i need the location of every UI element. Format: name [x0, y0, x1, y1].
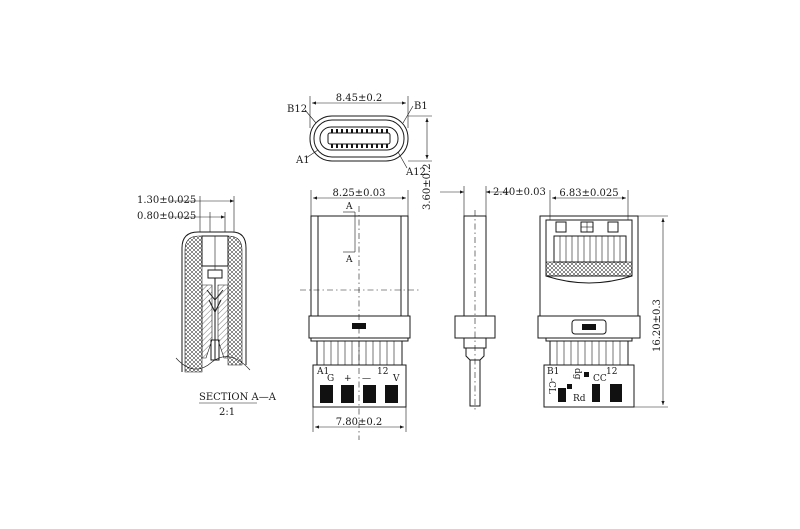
label-b12: B12	[287, 104, 307, 115]
front-pins	[316, 340, 403, 366]
shell-inner	[313, 119, 405, 158]
contact-row-top	[331, 129, 388, 133]
shell-outer	[309, 115, 409, 162]
section-dim-outer: 1.30±0.025	[137, 195, 196, 206]
back-pad-label-12: 12	[606, 367, 617, 377]
pad-label-minus: —	[362, 374, 371, 384]
side-view: 2.40±0.03	[440, 186, 546, 412]
section-shell	[181, 231, 247, 372]
pad-label-plus: +	[344, 374, 352, 384]
section-scale: 2:1	[219, 407, 235, 418]
top-view: 8.45±0.2 B12 B1 A1 A12	[287, 93, 433, 210]
back-pcb	[543, 364, 635, 408]
back-pad-label-b1: B1	[547, 367, 559, 377]
front-width-dim: 8.25±0.03	[333, 188, 386, 199]
back-pad-label-d: dg	[572, 368, 582, 380]
pad-label-12: 12	[377, 367, 388, 377]
back-view: 6.83±0.025	[537, 188, 668, 408]
section-view: 1.30±0.025 0.80±0.025 SECTION A—A 2:1	[137, 195, 277, 418]
back-pad-label-cc: CC	[593, 374, 607, 384]
label-a1: A1	[295, 155, 310, 166]
front-pads	[320, 385, 398, 403]
label-a12: A12	[405, 167, 426, 178]
back-height-dim: 16.20±0.3	[652, 299, 663, 352]
section-mark-bottom: A	[345, 255, 353, 265]
back-pad-label-rd: Rd	[573, 394, 586, 404]
back-pads	[558, 372, 622, 402]
contact-row-bottom	[331, 144, 388, 148]
front-body	[310, 215, 409, 317]
section-title: SECTION A—A	[199, 392, 277, 403]
front-bottom-dim: 7.80±0.2	[336, 417, 383, 428]
section-mark-top: A	[345, 202, 353, 212]
pad-label-a1: A1	[316, 367, 329, 377]
back-pad-label-cl: -CL	[546, 378, 556, 394]
side-thickness-dim: 2.40±0.03	[493, 187, 546, 198]
top-width-dim: 8.45±0.2	[336, 93, 383, 104]
front-pcb	[312, 364, 407, 408]
section-dim-inner: 0.80±0.025	[137, 211, 196, 222]
pad-label-g: G	[327, 374, 334, 384]
back-contacts	[553, 235, 627, 263]
front-view: 8.25±0.03 A A A1 G + —	[300, 188, 420, 440]
pad-label-v: V	[392, 374, 400, 384]
back-pins	[549, 340, 629, 366]
back-width-dim: 6.83±0.025	[559, 188, 618, 199]
label-b1: B1	[414, 101, 428, 112]
top-height-dim: 3.60±0.2	[422, 163, 433, 210]
